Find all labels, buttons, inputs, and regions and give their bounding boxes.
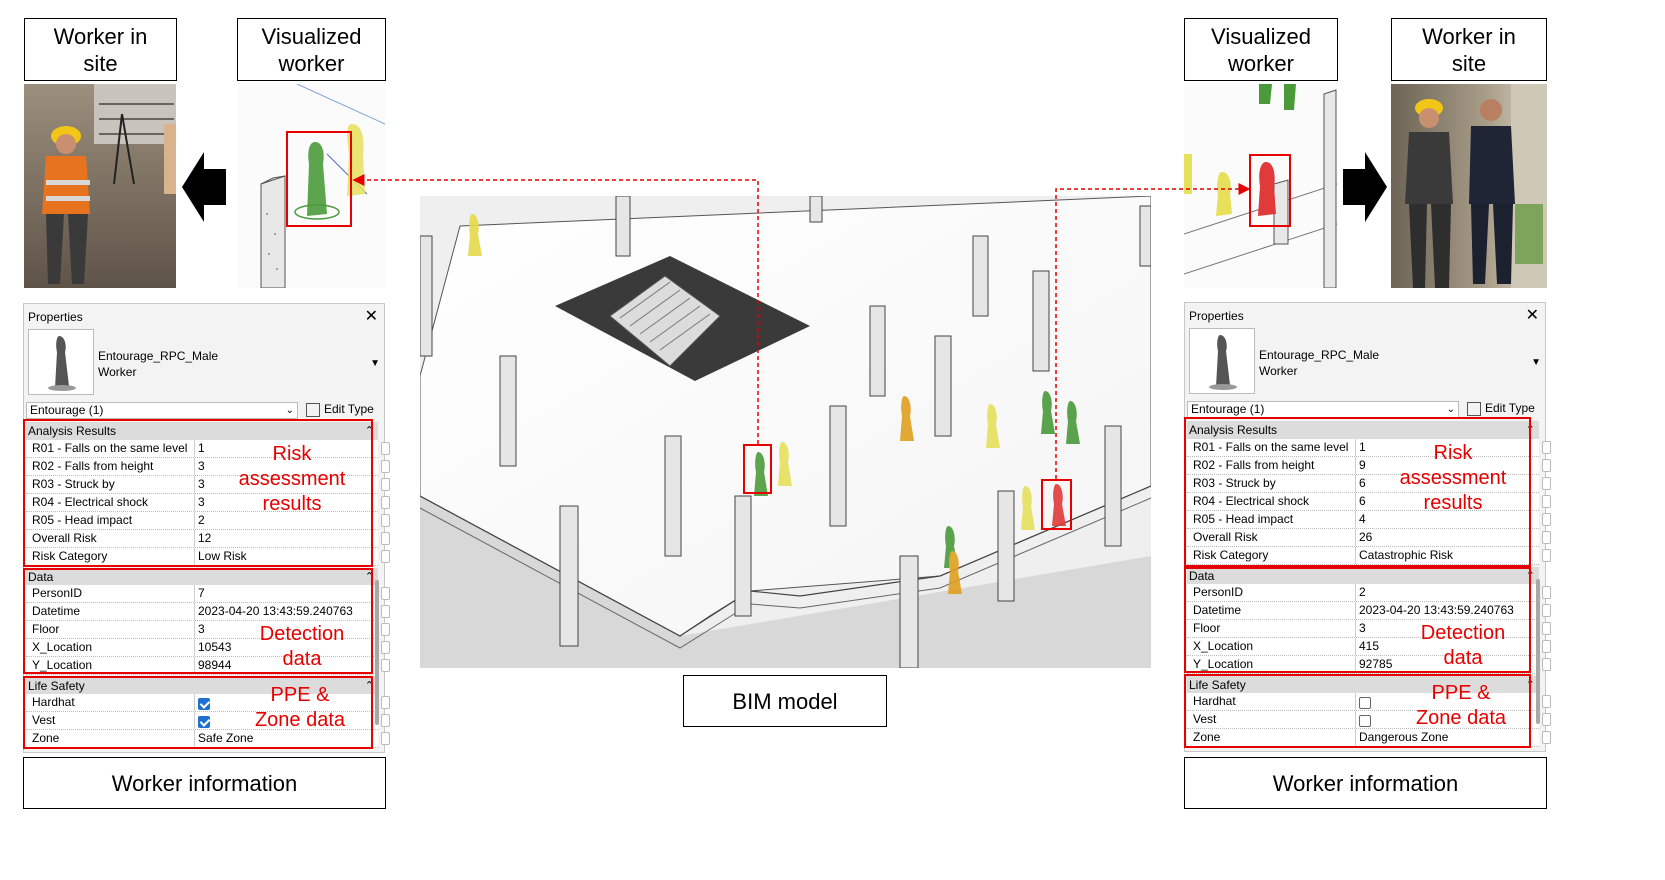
- left-ppe-annotation: PPE & Zone data: [220, 683, 380, 733]
- properties-title: Properties: [1189, 309, 1244, 323]
- right-detection-annotation: Detection data: [1383, 621, 1543, 671]
- left-worker-information-label: Worker information: [23, 757, 386, 809]
- arrow-right-icon: [1343, 152, 1387, 222]
- bim-model-label: BIM model: [683, 675, 887, 727]
- right-worker-in-site-label: Worker in site: [1391, 18, 1547, 81]
- bim-model-view: [420, 196, 1151, 668]
- edit-type-icon: [306, 403, 320, 417]
- properties-title: Properties: [28, 310, 83, 324]
- left-risk-annotation: Risk assessment results: [212, 442, 372, 517]
- right-risk-annotation: Risk assessment results: [1373, 441, 1533, 516]
- left-visualized-worker-highlight: [286, 131, 352, 227]
- instance-selector[interactable]: Entourage (1)⌄: [1187, 401, 1459, 418]
- edit-type-button[interactable]: Edit Type: [306, 400, 374, 418]
- instance-selector[interactable]: Entourage (1)⌄: [26, 402, 298, 419]
- edit-type-button[interactable]: Edit Type: [1467, 399, 1535, 417]
- left-site-photo: [24, 84, 176, 288]
- close-icon[interactable]: ✕: [365, 306, 378, 326]
- type-dropdown-icon[interactable]: ▼: [1531, 357, 1541, 368]
- bim-left-worker-highlight: [743, 444, 772, 494]
- chevron-down-icon: ⌄: [1447, 402, 1455, 417]
- left-visualized-worker-label: Visualized worker: [237, 18, 386, 81]
- right-ppe-annotation: PPE & Zone data: [1381, 681, 1541, 731]
- bim-right-worker-highlight: [1041, 479, 1072, 530]
- right-visualized-worker-label: Visualized worker: [1184, 18, 1338, 81]
- type-name: Entourage_RPC_Male Worker: [1259, 347, 1379, 379]
- chevron-down-icon: ⌄: [286, 403, 294, 418]
- type-thumbnail: [28, 329, 94, 395]
- edit-type-icon: [1467, 402, 1481, 416]
- left-worker-in-site-label: Worker in site: [24, 18, 177, 81]
- type-name: Entourage_RPC_Male Worker: [98, 348, 218, 380]
- type-dropdown-icon[interactable]: ▼: [370, 358, 380, 369]
- right-site-photo: [1391, 84, 1547, 288]
- right-visualized-worker-highlight: [1249, 154, 1291, 227]
- arrow-left-icon: [182, 152, 226, 222]
- type-thumbnail: [1189, 328, 1255, 394]
- left-detection-annotation: Detection data: [222, 622, 382, 672]
- close-icon[interactable]: ✕: [1526, 305, 1539, 325]
- right-worker-information-label: Worker information: [1184, 757, 1547, 809]
